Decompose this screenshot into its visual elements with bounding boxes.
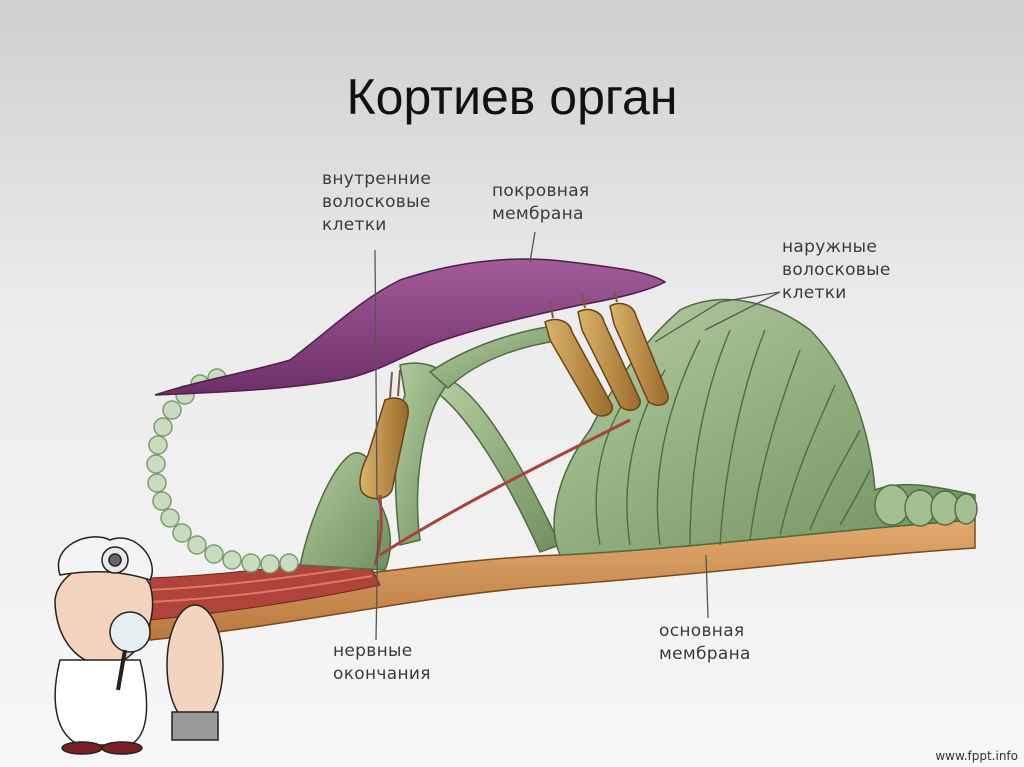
label-line: клетки (322, 215, 387, 235)
slide-title: Кортиев орган (346, 69, 678, 125)
label-line: клетки (782, 283, 847, 303)
doctor-cartoon (54, 536, 224, 755)
pointer-lines (374, 231, 781, 641)
outer-bead-cells (874, 484, 978, 527)
nerve-fiber-band (149, 554, 381, 621)
watermark: www.fppt.info (935, 749, 1018, 763)
label-line: окончания (333, 664, 431, 684)
cell-chain (146, 368, 299, 574)
label-line: основная (659, 621, 745, 641)
outer-supporting-cells (553, 298, 976, 556)
label-line: волосковые (322, 192, 431, 212)
label-inner-hair-cells: внутренние волосковые клетки (322, 168, 431, 237)
pillar-cells (394, 324, 563, 553)
label-tectorial-membrane: покровная мембрана (492, 180, 589, 226)
label-line: внутренние (322, 169, 432, 189)
label-line: мембрана (492, 204, 584, 224)
label-line: мембрана (659, 644, 751, 664)
basilar-membrane (149, 519, 976, 641)
outer-hair-cells (544, 289, 669, 417)
label-basilar-membrane: основная мембрана (659, 620, 751, 666)
label-outer-hair-cells: наружные волосковые клетки (782, 236, 891, 305)
tectorial-membrane (154, 258, 667, 396)
inner-hair-cell (359, 369, 409, 500)
cell-striations (595, 329, 871, 546)
label-line: нервные (333, 641, 413, 661)
label-line: наружные (782, 237, 878, 257)
label-line: покровная (492, 181, 590, 201)
label-nerve-endings: нервные окончания (333, 640, 431, 686)
label-line: волосковые (782, 260, 891, 280)
